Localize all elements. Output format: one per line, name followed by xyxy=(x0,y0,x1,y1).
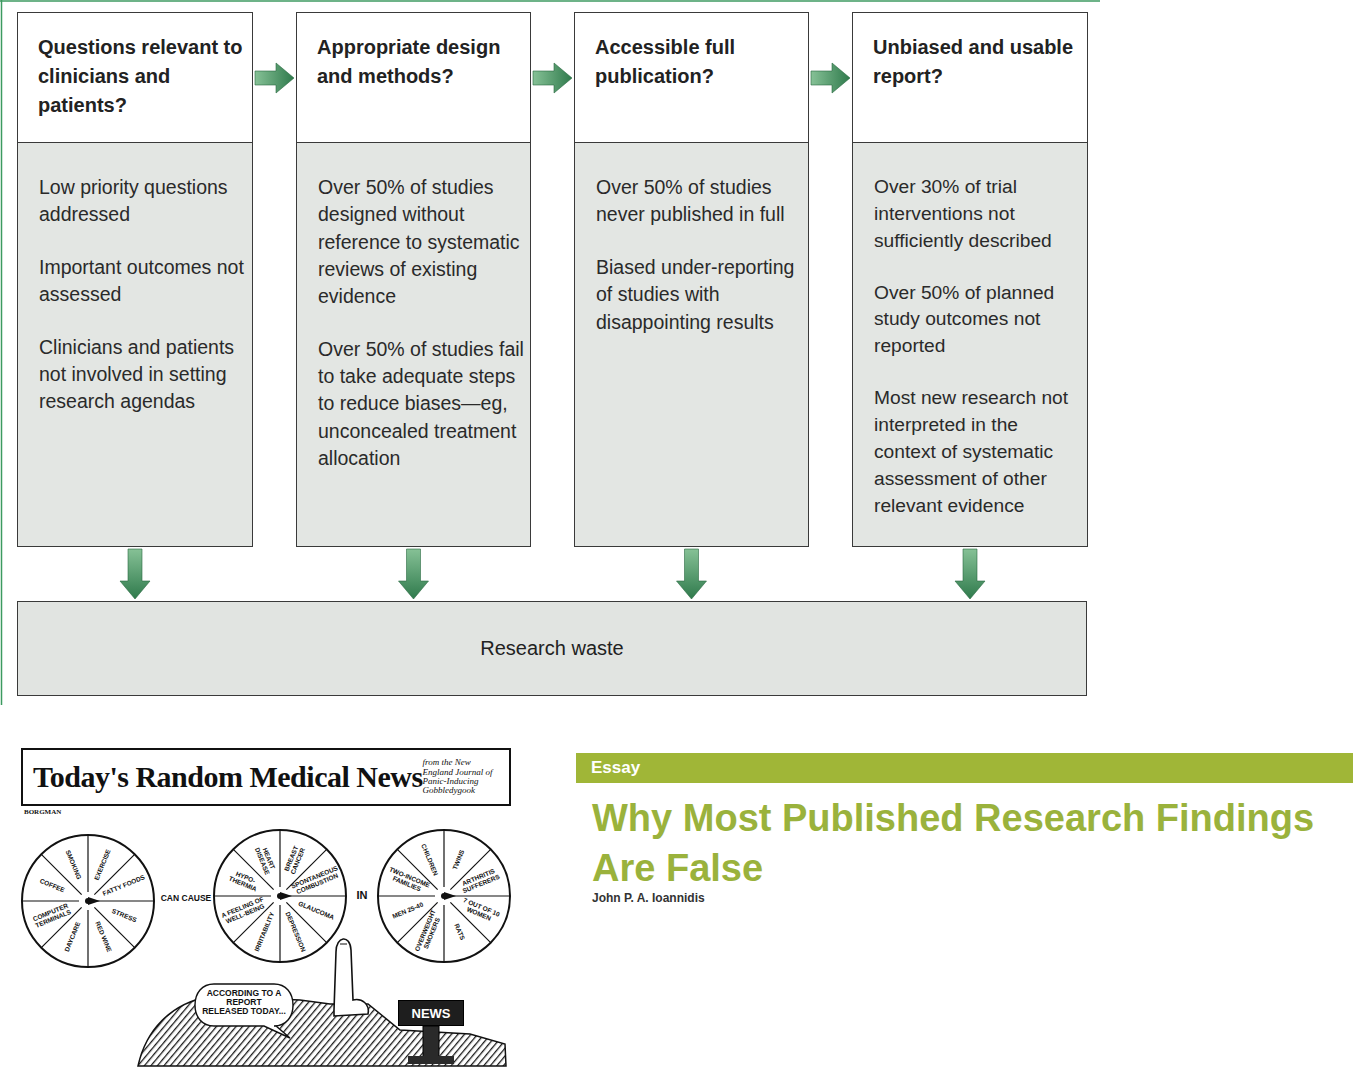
wheel-outline xyxy=(20,833,156,969)
body-text: Biased under-reporting of studies with d… xyxy=(596,254,802,336)
body-text: Low priority questions addressed xyxy=(39,174,246,229)
pointing-finger xyxy=(334,939,368,1016)
column-header: Appropriate design and methods? xyxy=(297,13,530,143)
finger-nail xyxy=(340,944,347,945)
header-text: Questions relevant to clinicians and pat… xyxy=(38,36,243,116)
body-text: Over 50% of studies designed without ref… xyxy=(318,174,524,310)
frame-line xyxy=(1,0,3,705)
banner-title: Today's Random Medical News xyxy=(33,760,423,794)
essay-author: John P. A. Ioannidis xyxy=(592,891,992,905)
wheel-rim xyxy=(214,830,346,962)
news-sign: NEWS xyxy=(398,1000,464,1026)
spinner-wheel: CHILDRENTWINSARTHRITIS SUFFERERS7 OUT OF… xyxy=(376,828,512,964)
wheel-rim xyxy=(22,835,154,967)
flow-arrow xyxy=(955,549,985,599)
microphone-base xyxy=(408,1056,454,1064)
flow-arrow xyxy=(677,549,707,599)
wheel-hub xyxy=(441,893,447,899)
column-header: Unbiased and usable report? xyxy=(853,13,1087,143)
wheel-hub xyxy=(277,893,283,899)
column-body: Low priority questions addressedImportan… xyxy=(18,143,252,546)
wheel-spoke xyxy=(453,895,510,896)
flow-arrow xyxy=(533,63,572,93)
wheel-spoke xyxy=(87,835,88,892)
header-text: Appropriate design and methods? xyxy=(317,36,500,87)
body-text: Over 50% of planned study outcomes not r… xyxy=(874,280,1081,361)
body-text: Over 50% of studies fail to take adequat… xyxy=(318,336,524,472)
wheel-outline xyxy=(376,828,512,964)
spinner-wheel: HEART DISEASEBREAST CANCERSPONTANEOUS CO… xyxy=(212,828,348,964)
wheel-spoke xyxy=(97,900,154,901)
cartoon-caption: CAN CAUSE xyxy=(157,893,215,903)
flow-arrow xyxy=(811,63,850,93)
stage-box: Appropriate design and methods? Over 50% … xyxy=(296,12,531,547)
wheel-spoke xyxy=(279,905,280,962)
flow-arrow xyxy=(399,549,429,599)
flow-arrow xyxy=(120,549,150,599)
stage-box: Questions relevant to clinicians and pat… xyxy=(17,12,253,547)
newspaper-banner: Today's Random Medical Newsfrom the New … xyxy=(21,748,511,806)
cartoon-caption: IN xyxy=(352,889,372,901)
wheel-rim xyxy=(378,830,510,962)
column-body: Over 50% of studies designed without ref… xyxy=(297,143,530,546)
stage-box: Accessible full publication? Over 50% of … xyxy=(574,12,809,547)
wheel-spoke xyxy=(443,830,444,887)
body-text: Most new research not interpreted in the… xyxy=(874,385,1081,519)
wheel-spoke xyxy=(289,895,346,896)
box-text: Essay xyxy=(591,758,640,778)
box-text: NEWS xyxy=(412,1006,451,1021)
wheel-spoke xyxy=(279,830,280,887)
wheel-spoke xyxy=(378,895,435,896)
presenter-body xyxy=(138,996,506,1066)
artist-signature: BORGMAN xyxy=(24,808,104,816)
spinner-wheel: SMOKINGEXERCISEFATTY FOODSSTRESSRED WINE… xyxy=(20,833,156,969)
bubble-shape xyxy=(195,984,293,1038)
wheel-hub xyxy=(85,898,91,904)
banner-subtitle: from the New England Journal of Panic-In… xyxy=(423,758,503,796)
column-header: Questions relevant to clinicians and pat… xyxy=(18,13,252,143)
frame-line xyxy=(0,0,1100,2)
speech-bubble: ACCORDING TO A REPORT RELEASED TODAY... xyxy=(194,983,294,1039)
outcome-box: Research waste xyxy=(17,601,1087,696)
wheel-spoke xyxy=(87,910,88,967)
wheel-outline xyxy=(212,828,348,964)
body-text: Over 30% of trial interventions not suff… xyxy=(874,174,1081,255)
bubble-text: ACCORDING TO A REPORT RELEASED TODAY... xyxy=(202,989,286,1017)
body-text: Clinicians and patients not involved in … xyxy=(39,334,246,416)
header-text: Accessible full publication? xyxy=(595,36,735,87)
box-text: Research waste xyxy=(480,637,623,660)
column-header: Accessible full publication? xyxy=(575,13,808,143)
column-body: Over 30% of trial interventions not suff… xyxy=(853,143,1087,546)
body-text: Important outcomes not assessed xyxy=(39,254,246,309)
section-band: Essay xyxy=(576,753,1353,783)
essay-title: Why Most Published Research Findings Are… xyxy=(592,793,1353,893)
stage-box: Unbiased and usable report? Over 30% of t… xyxy=(852,12,1088,547)
microphone-stand xyxy=(423,1026,439,1060)
body-text: Over 50% of studies never published in f… xyxy=(596,174,802,229)
flow-arrow xyxy=(255,63,294,93)
column-body: Over 50% of studies never published in f… xyxy=(575,143,808,546)
wheel-spoke xyxy=(22,900,79,901)
wheel-spoke xyxy=(443,905,444,962)
header-text: Unbiased and usable report? xyxy=(873,36,1073,87)
